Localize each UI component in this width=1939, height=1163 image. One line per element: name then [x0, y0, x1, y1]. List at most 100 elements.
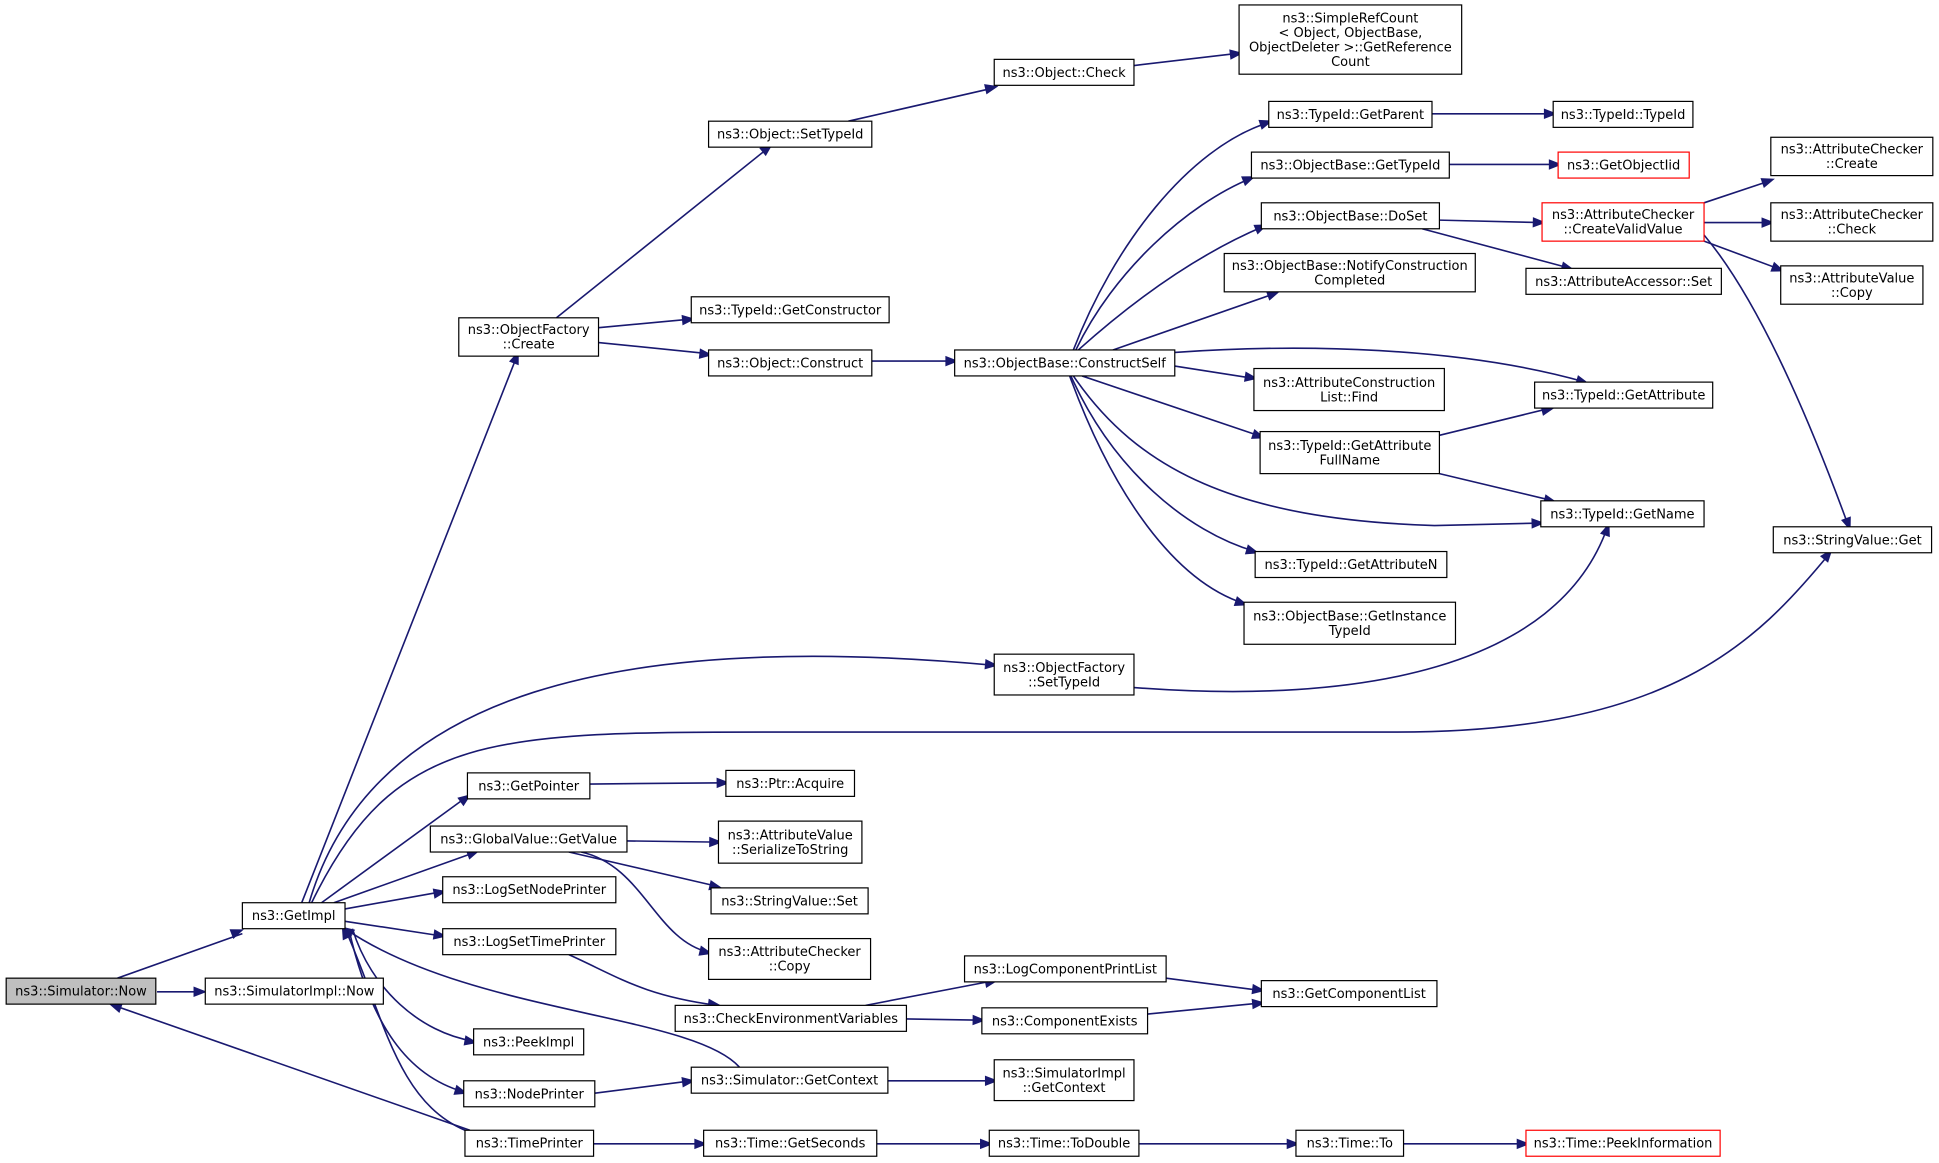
edge-arrowhead [1265, 290, 1281, 301]
node-simulator-now[interactable]: ns3::Simulator::Now [5, 977, 157, 1005]
edge-line [1068, 375, 1245, 605]
node-getobjectiid[interactable]: ns3::GetObjectIid [1557, 151, 1690, 179]
node-object-check[interactable]: ns3::Object::Check [993, 58, 1135, 86]
node-nodeprinter[interactable]: ns3::NodePrinter [463, 1080, 596, 1108]
node-box [1243, 601, 1457, 645]
node-objectbase-doset[interactable]: ns3::ObjectBase::DoSet [1260, 202, 1441, 230]
edge-arrowhead [1286, 1138, 1301, 1150]
node-getimpl[interactable]: ns3::GetImpl [241, 902, 346, 930]
node-label: ns3::Time::To [1307, 1137, 1393, 1152]
node-simulatorimpl-now[interactable]: ns3::SimulatorImpl::Now [204, 977, 384, 1005]
node-time-todouble[interactable]: ns3::Time::ToDouble [988, 1129, 1140, 1157]
node-simulatorimpl-getcontext[interactable]: ns3::SimulatorImpl::GetContext [993, 1059, 1135, 1102]
node-time-peekinformation[interactable]: ns3::Time::PeekInformation [1525, 1129, 1721, 1157]
node-label: ::Copy [769, 960, 811, 975]
node-objectbase-constructself[interactable]: ns3::ObjectBase::ConstructSelf [954, 349, 1176, 377]
node-label: ns3::AttributeAccessor::Set [1535, 275, 1712, 290]
edge-line [568, 953, 718, 1007]
call-edge [1439, 472, 1558, 505]
edge-line [555, 146, 770, 319]
node-label: ns3::LogSetTimePrinter [453, 935, 605, 950]
node-label: Count [1331, 55, 1370, 70]
node-typeid-getattributen[interactable]: ns3::TypeId::GetAttributeN [1254, 550, 1448, 579]
call-edge [876, 1138, 994, 1150]
edge-line [1439, 407, 1551, 437]
call-edge [1703, 178, 1775, 204]
node-simulator-getcontext[interactable]: ns3::Simulator::GetContext [690, 1066, 889, 1094]
call-edge [1439, 405, 1555, 437]
node-box [464, 1129, 595, 1157]
node-logsetnodeprinter[interactable]: ns3::LogSetNodePrinter [442, 876, 617, 904]
node-attributevalue-copy[interactable]: ns3::AttributeValue::Copy [1780, 265, 1924, 305]
node-box [1253, 367, 1445, 412]
node-box [690, 296, 890, 324]
node-box [707, 937, 872, 980]
node-attributechecker-createvalidvalue[interactable]: ns3::AttributeChecker::CreateValidValue [1541, 202, 1705, 242]
call-edge [555, 143, 773, 319]
edge-line [598, 318, 692, 329]
call-edge [1174, 365, 1259, 382]
node-attributechecker-check[interactable]: ns3::AttributeChecker::Check [1770, 202, 1934, 242]
node-typeid-getparent[interactable]: ns3::TypeId::GetParent [1268, 100, 1433, 128]
node-label: ns3::Object::SetTypeId [717, 128, 863, 143]
edge-line [344, 890, 443, 910]
node-box [473, 1028, 585, 1056]
node-label: ns3::AttributeChecker [1552, 208, 1695, 223]
edge-arrowhead [1251, 983, 1266, 995]
node-objectfactory-create[interactable]: ns3::ObjectFactory::Create [458, 317, 600, 357]
node-notifyconstructioncompleted[interactable]: ns3::ObjectBase::NotifyConstructionCompl… [1223, 252, 1476, 293]
node-typeid-getattribute[interactable]: ns3::TypeId::GetAttribute [1534, 381, 1714, 409]
edge-arrowhead [1760, 178, 1775, 189]
node-label: ns3::TypeId::GetName [1550, 507, 1694, 522]
call-edge [1138, 1138, 1301, 1150]
edge-line [1174, 365, 1255, 380]
edge-arrowhead [681, 314, 696, 326]
node-stringvalue-get[interactable]: ns3::StringValue::Get [1772, 526, 1933, 554]
node-componentexists[interactable]: ns3::ComponentExists [981, 1007, 1149, 1035]
edge-line [344, 928, 741, 1068]
node-typeid-getname[interactable]: ns3::TypeId::GetName [1540, 500, 1705, 528]
node-box [458, 317, 600, 357]
node-object-construct[interactable]: ns3::Object::Construct [707, 349, 873, 377]
node-attributechecker-create[interactable]: ns3::AttributeChecker::Create [1770, 136, 1934, 177]
edge-arrowhead [1548, 159, 1563, 170]
node-time-getseconds[interactable]: ns3::Time::GetSeconds [703, 1129, 878, 1157]
node-label: ns3::Time::GetSeconds [715, 1137, 866, 1152]
edge-line [1112, 292, 1277, 351]
edge-arrowhead [984, 1075, 999, 1087]
node-objectfactory-settypeid[interactable]: ns3::ObjectFactory::SetTypeId [993, 653, 1135, 696]
edge-arrowhead [694, 1138, 708, 1150]
node-label: ns3::TypeId::GetAttribute [1268, 439, 1431, 454]
node-box [1525, 267, 1722, 295]
node-objectbase-gettypeid[interactable]: ns3::ObjectBase::GetTypeId [1250, 151, 1450, 179]
node-logsettimeprinter[interactable]: ns3::LogSetTimePrinter [442, 928, 617, 956]
call-edge [157, 986, 207, 997]
node-peekimpl[interactable]: ns3::PeekImpl [473, 1028, 585, 1056]
node-getpointer[interactable]: ns3::GetPointer [466, 772, 591, 800]
node-typeid-getconstructor[interactable]: ns3::TypeId::GetConstructor [690, 296, 890, 324]
edge-line [568, 851, 719, 888]
node-globalvalue-getvalue[interactable]: ns3::GlobalValue::GetValue [429, 825, 628, 853]
node-simplerefcount[interactable]: ns3::SimpleRefCount< Object, ObjectBase,… [1238, 4, 1463, 75]
node-logcomponentprintlist[interactable]: ns3::LogComponentPrintList [963, 955, 1167, 983]
node-attributeaccessor-set[interactable]: ns3::AttributeAccessor::Set [1525, 267, 1722, 295]
node-checkenvironmentvariables[interactable]: ns3::CheckEnvironmentVariables [674, 1004, 908, 1032]
call-edge [1072, 375, 1545, 529]
node-object-settypeid[interactable]: ns3::Object::SetTypeId [707, 120, 873, 148]
node-stringvalue-set[interactable]: ns3::StringValue::Set [710, 887, 869, 915]
node-ptr-acquire[interactable]: ns3::Ptr::Acquire [725, 769, 856, 797]
node-time-to[interactable]: ns3::Time::To [1295, 1129, 1405, 1157]
node-box [1250, 151, 1450, 179]
node-timeprinter[interactable]: ns3::TimePrinter [464, 1129, 595, 1157]
edge-line [1075, 177, 1252, 351]
node-attributevalue-serializetostring[interactable]: ns3::AttributeValue::SerializeToString [717, 820, 863, 864]
node-getcomponentlist[interactable]: ns3::GetComponentList [1260, 980, 1438, 1008]
edge-line [1133, 526, 1609, 693]
node-label: ::Create [1826, 157, 1878, 172]
node-typeid-typeid[interactable]: ns3::TypeId::TypeId [1552, 100, 1694, 128]
node-attributechecker-copy[interactable]: ns3::AttributeChecker::Copy [707, 937, 872, 980]
